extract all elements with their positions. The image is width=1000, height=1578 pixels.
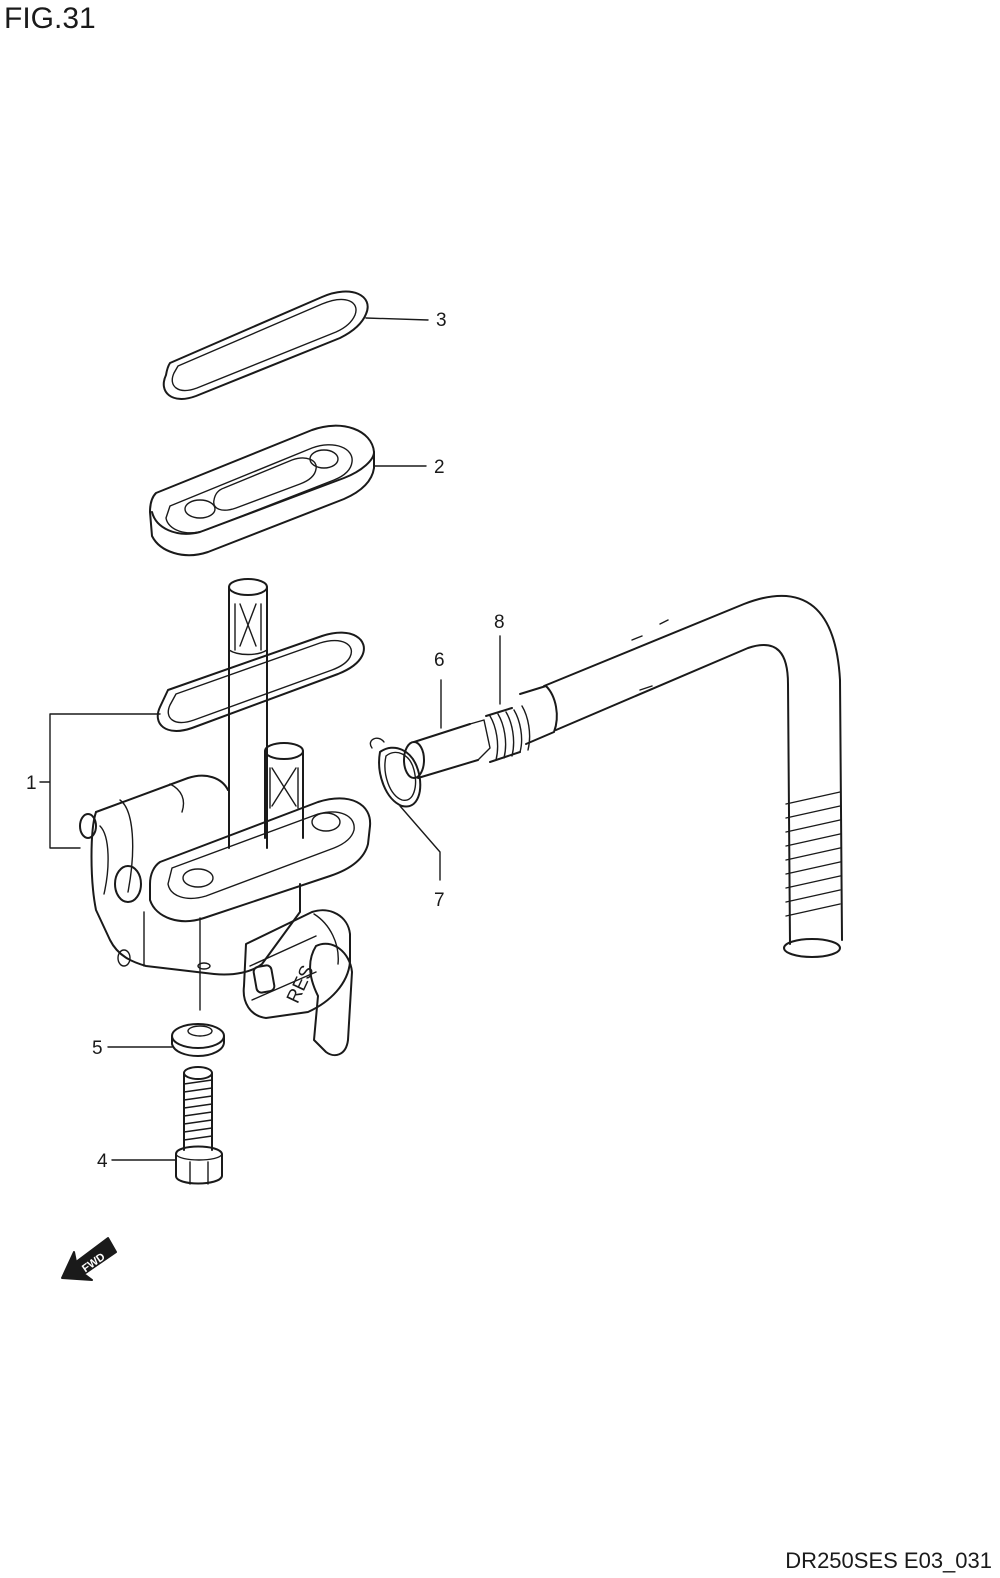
callout-4: 4 (97, 1151, 108, 1172)
part-3-seal-ring (162, 290, 369, 400)
callout-6: 6 (434, 650, 445, 671)
callout-7: 7 (434, 890, 445, 911)
part-4-bolt (175, 1066, 223, 1185)
drawing-code: DR250SES E03_031 (785, 1548, 992, 1573)
part-6-fitting (403, 719, 491, 779)
forward-arrow-icon: FWD (61, 1237, 117, 1281)
part-1-fuel-cock-assembly: RES (79, 578, 372, 1057)
leader-lines (39, 317, 501, 1161)
callout-1: 1 (26, 773, 37, 794)
part-5-washer (171, 1023, 225, 1057)
callout-2: 2 (434, 457, 445, 478)
part-8-fuel-hose (485, 594, 843, 958)
callout-3: 3 (436, 310, 447, 331)
callout-8: 8 (494, 612, 505, 633)
callout-5: 5 (92, 1038, 103, 1059)
figure-title: FIG.31 (4, 2, 96, 35)
part-7-clip (369, 737, 422, 808)
part-2-gasket (149, 424, 375, 557)
